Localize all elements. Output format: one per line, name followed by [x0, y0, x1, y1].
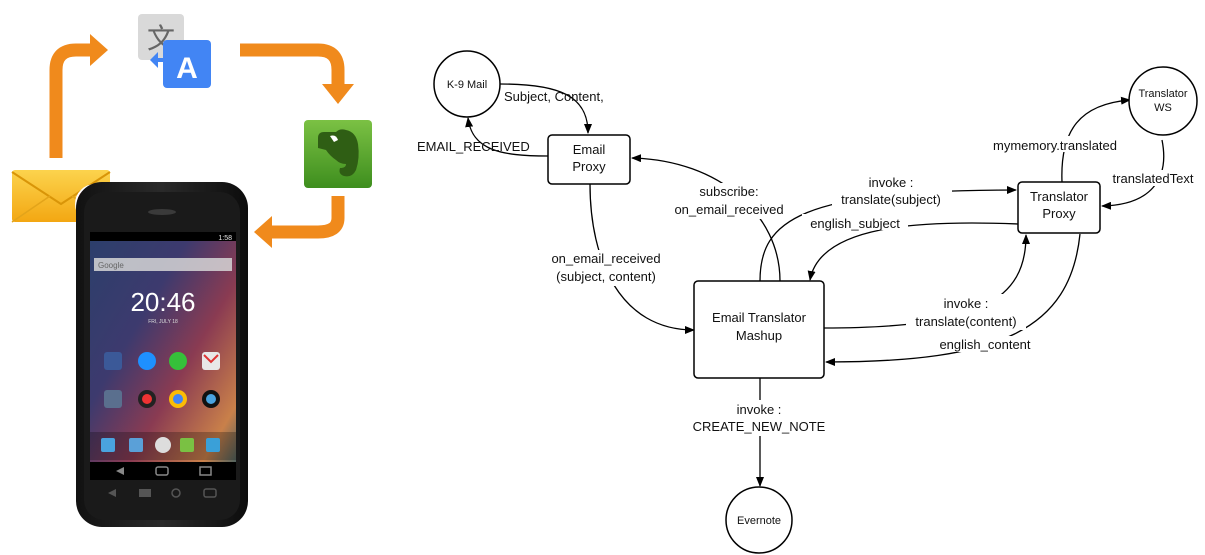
node-translator-proxy-label-1: Translator	[1030, 189, 1089, 204]
node-mashup: Email Translator Mashup	[693, 280, 825, 379]
node-translator-ws: Translator WS	[1128, 66, 1198, 136]
node-email-proxy: Email Proxy	[547, 134, 631, 185]
google-translate-icon: 文 A	[138, 14, 211, 88]
arrow-down-left-head	[254, 216, 272, 248]
phone-status-time: 1:58	[218, 235, 232, 242]
node-translator-proxy-label-2: Proxy	[1042, 206, 1076, 221]
label-email-received: EMAIL_RECEIVED	[417, 139, 530, 154]
flow-diagram: Subject, Content, EMAIL_RECEIVED subscri…	[417, 50, 1200, 554]
node-evernote: Evernote	[725, 486, 793, 554]
edge-to-translator-ws	[1061, 96, 1131, 183]
phone-app-row-1	[104, 352, 220, 370]
edge-english-content	[825, 233, 1081, 366]
node-mashup-label-2: Mashup	[736, 328, 782, 343]
label-invoke-subject-1: invoke :	[869, 175, 914, 190]
node-k9-mail-label: K-9 Mail	[447, 79, 487, 91]
label-invoke-note-2: CREATE_NEW_NOTE	[693, 419, 826, 434]
phone-hardware-buttons[interactable]	[108, 488, 217, 498]
label-subscribe-2: on_email_received	[674, 202, 783, 217]
node-translator-proxy: Translator Proxy	[1017, 181, 1101, 234]
label-invoke-content-2: translate(content)	[915, 314, 1016, 329]
smartphone-icon: 1:58 Google 20:46 FRI, JULY 18	[76, 182, 248, 527]
phone-clock: 20:46	[130, 287, 195, 317]
translate-glyph-secondary: A	[176, 52, 198, 85]
node-k9-mail: K-9 Mail	[433, 50, 501, 118]
label-english-subject: english_subject	[810, 216, 900, 231]
edge-k9-to-email-proxy	[499, 83, 592, 134]
label-subject-content: Subject, Content,	[504, 89, 604, 104]
node-translator-ws-label-2: WS	[1154, 102, 1172, 114]
edge-english-subject	[807, 222, 1019, 281]
label-on-email-received-1: on_email_received	[551, 251, 660, 266]
edge-from-translator-ws	[1101, 139, 1165, 210]
label-invoke-content-1: invoke :	[944, 296, 989, 311]
label-on-email-received-2: (subject, content)	[556, 269, 656, 284]
phone-google-label: Google	[98, 261, 124, 270]
node-mashup-label-1: Email Translator	[712, 310, 807, 325]
arrow-down-left	[270, 196, 345, 239]
illustration: 文 A 1:58	[11, 14, 372, 527]
label-invoke-note-1: invoke :	[737, 402, 782, 417]
node-evernote-label: Evernote	[737, 515, 781, 527]
phone-google-bar[interactable]	[94, 258, 232, 271]
phone-app-row-2	[104, 390, 220, 408]
node-email-proxy-label-1: Email	[573, 142, 606, 157]
arrow-up-right-head	[90, 34, 108, 66]
edge-email-proxy-to-k9	[465, 117, 549, 157]
node-translator-ws-label-1: Translator	[1138, 88, 1187, 100]
label-mymemory: mymemory.translated	[993, 138, 1117, 153]
arrow-up-right	[49, 43, 92, 158]
node-email-proxy-label-2: Proxy	[572, 159, 606, 174]
phone-date: FRI, JULY 18	[148, 319, 178, 325]
arrow-right-down-head	[322, 84, 354, 104]
workflow-arrows	[49, 34, 354, 248]
evernote-icon	[304, 120, 372, 188]
edge-labels: Subject, Content, EMAIL_RECEIVED subscri…	[417, 89, 1200, 436]
label-english-content: english_content	[939, 337, 1030, 352]
label-translated-text: translatedText	[1113, 171, 1194, 186]
label-subscribe-1: subscribe:	[699, 184, 758, 199]
phone-dock	[90, 432, 236, 460]
label-invoke-subject-2: translate(subject)	[841, 192, 941, 207]
arrow-right-down	[240, 43, 345, 86]
